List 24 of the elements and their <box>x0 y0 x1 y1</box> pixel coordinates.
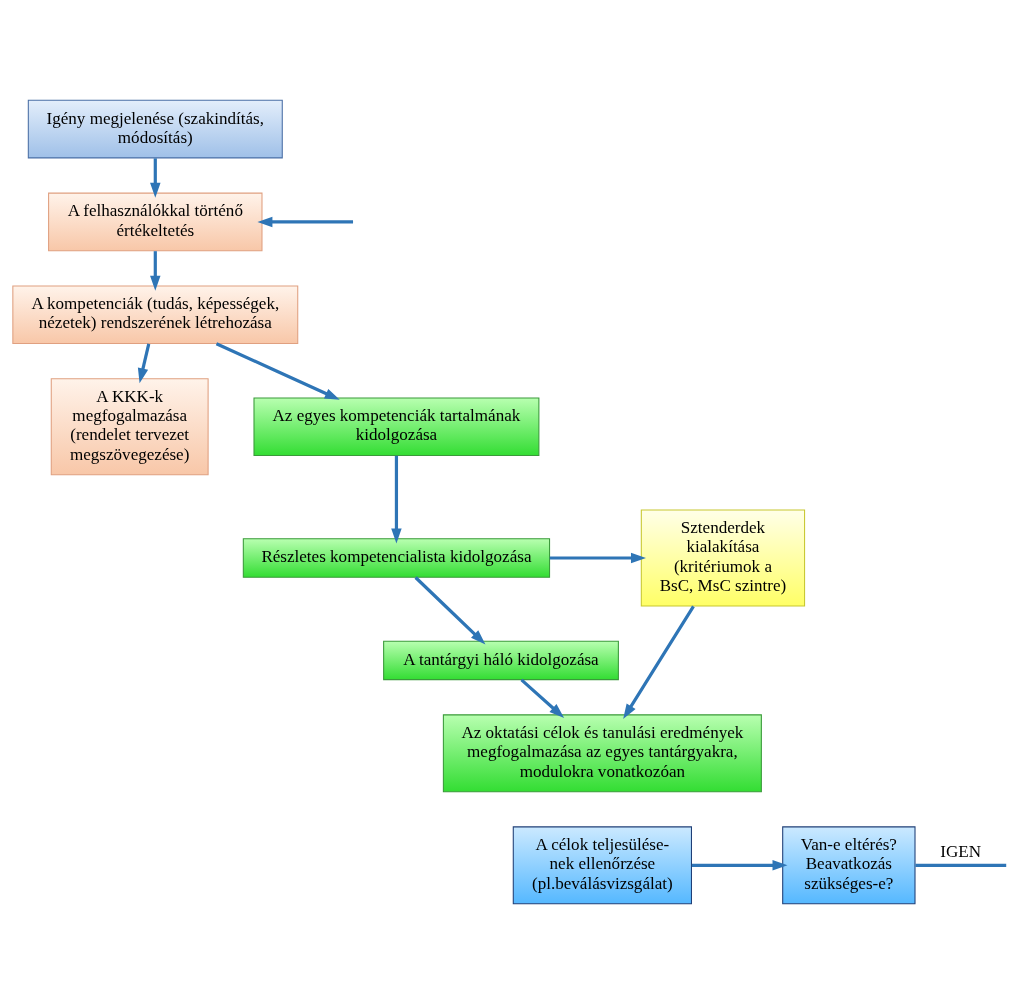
node-box: Az oktatási célok és tanulási eredmények megfogalmazása az egyes tantárgyakra, modulokra vonatkozóan <box>442 713 762 792</box>
arrow <box>549 552 646 563</box>
node-box: A KKK-k megfogalmazása (rendelet tervezet megszövegezése) <box>50 377 209 475</box>
node-box: A tantárgyi háló kidolgozása <box>383 640 619 680</box>
arrow <box>150 250 161 291</box>
arrow <box>623 605 695 719</box>
arrow <box>137 342 151 383</box>
node-box: A felhasználókkal történő értékeltetés <box>48 192 263 251</box>
arrow <box>150 157 161 198</box>
arrow <box>691 859 788 871</box>
node-box: A kompetenciák (tudás, képességek, nézetek) rendszerének létrehozása <box>12 284 299 344</box>
arrow <box>414 575 486 644</box>
node-box: Sztenderdek kialakítása (kritériumok a BsC, MsC szintre) <box>640 508 806 607</box>
node-box: Igény megjelenése (szakindítás, módosítás) <box>27 99 283 158</box>
arrow <box>520 678 565 718</box>
arrow <box>391 455 402 543</box>
arrow <box>215 341 340 400</box>
connector <box>915 863 1007 867</box>
arrow <box>257 216 354 227</box>
node-box: Részletes kompetencialista kidolgozása <box>242 537 551 578</box>
node-box: Az egyes kompetenciák tartalmának kidolgozása <box>253 396 540 456</box>
node-box: Van-e eltérés? Beavatkozás szükséges-e? <box>782 825 916 904</box>
edge-label: IGEN <box>940 841 982 861</box>
node-box: A célok teljesülése- nek ellenőrzése (pl.beválásvizsgálat) <box>512 825 692 904</box>
